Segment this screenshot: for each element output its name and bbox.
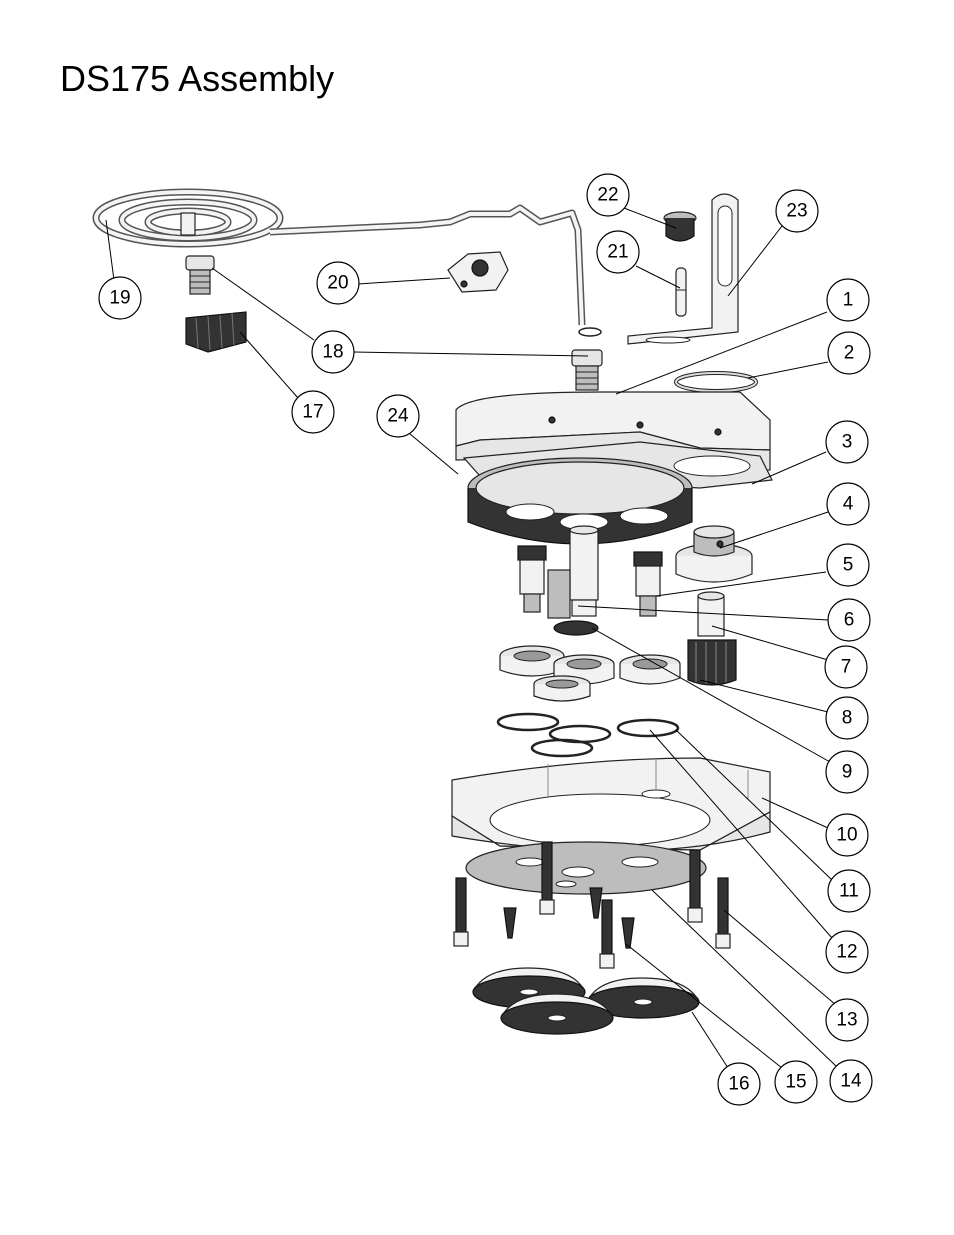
callout-23: 23 bbox=[775, 189, 819, 233]
callout-number: 8 bbox=[842, 708, 853, 729]
coil-tube-part bbox=[92, 188, 602, 337]
retaining-ring-part bbox=[496, 712, 680, 758]
o-ring-part bbox=[674, 371, 758, 393]
callout-2: 2 bbox=[827, 331, 871, 375]
callout-17: 17 bbox=[291, 390, 335, 434]
callout-6: 6 bbox=[827, 598, 871, 642]
callout-number: 10 bbox=[836, 825, 857, 846]
clip-part bbox=[447, 251, 509, 293]
callout-10: 10 bbox=[825, 813, 869, 857]
callout-number: 20 bbox=[327, 273, 348, 294]
bottom-plate-part bbox=[465, 841, 707, 895]
coupling-part bbox=[675, 525, 753, 583]
callout-12: 12 bbox=[825, 930, 869, 974]
callout-20: 20 bbox=[316, 261, 360, 305]
bracket-part bbox=[627, 193, 739, 345]
rubber-foot-part bbox=[472, 967, 700, 1035]
callout-number: 1 bbox=[843, 290, 854, 311]
callout-11: 11 bbox=[827, 869, 871, 913]
callout-number: 15 bbox=[785, 1072, 806, 1093]
callout-9: 9 bbox=[825, 750, 869, 794]
fitting-part bbox=[185, 255, 603, 391]
callout-number: 4 bbox=[843, 494, 854, 515]
callout-14: 14 bbox=[829, 1059, 873, 1103]
pinion-gear-part bbox=[687, 591, 737, 686]
screw-part bbox=[453, 841, 731, 969]
callout-3: 3 bbox=[825, 420, 869, 464]
central-shaft-part bbox=[547, 525, 599, 636]
callout-22: 22 bbox=[586, 173, 630, 217]
leader-lines bbox=[105, 207, 837, 1069]
callout-number: 18 bbox=[322, 342, 343, 363]
callout-number: 24 bbox=[387, 406, 409, 427]
callout-7: 7 bbox=[824, 645, 868, 689]
callout-4: 4 bbox=[826, 482, 870, 526]
bearing-part bbox=[499, 645, 681, 702]
callout-8: 8 bbox=[825, 696, 869, 740]
callout-number: 3 bbox=[842, 432, 853, 453]
callout-number: 14 bbox=[840, 1071, 862, 1092]
callout-number: 2 bbox=[844, 343, 855, 364]
knurled-nut-part bbox=[185, 311, 247, 353]
callout-number: 13 bbox=[836, 1010, 857, 1031]
callout-number: 12 bbox=[836, 942, 857, 963]
callout-number: 16 bbox=[728, 1074, 749, 1095]
callout-number: 19 bbox=[109, 288, 130, 309]
callout-number: 9 bbox=[842, 762, 853, 783]
callout-16: 16 bbox=[717, 1062, 761, 1106]
callout-number: 11 bbox=[839, 881, 859, 902]
callout-number: 23 bbox=[786, 201, 807, 222]
callout-13: 13 bbox=[825, 998, 869, 1042]
callout-number: 22 bbox=[597, 185, 618, 206]
callout-19: 19 bbox=[98, 276, 142, 320]
callout-24: 24 bbox=[376, 394, 420, 438]
cap-part bbox=[663, 211, 697, 242]
callout-number: 5 bbox=[843, 555, 854, 576]
callout-18: 18 bbox=[311, 330, 355, 374]
ring-gear-part bbox=[467, 457, 693, 545]
callout-21: 21 bbox=[596, 230, 640, 274]
callout-5: 5 bbox=[826, 543, 870, 587]
callout-1: 1 bbox=[826, 278, 870, 322]
pin-part bbox=[675, 267, 687, 317]
base-housing-part bbox=[451, 757, 771, 852]
callout-number: 17 bbox=[302, 402, 323, 423]
page-title: DS175 Assembly bbox=[60, 58, 335, 99]
callout-15: 15 bbox=[774, 1060, 818, 1104]
planet-shaft-part bbox=[517, 545, 663, 617]
callout-number: 21 bbox=[607, 242, 628, 263]
callout-number: 6 bbox=[844, 610, 855, 631]
callout-number: 7 bbox=[841, 657, 852, 678]
